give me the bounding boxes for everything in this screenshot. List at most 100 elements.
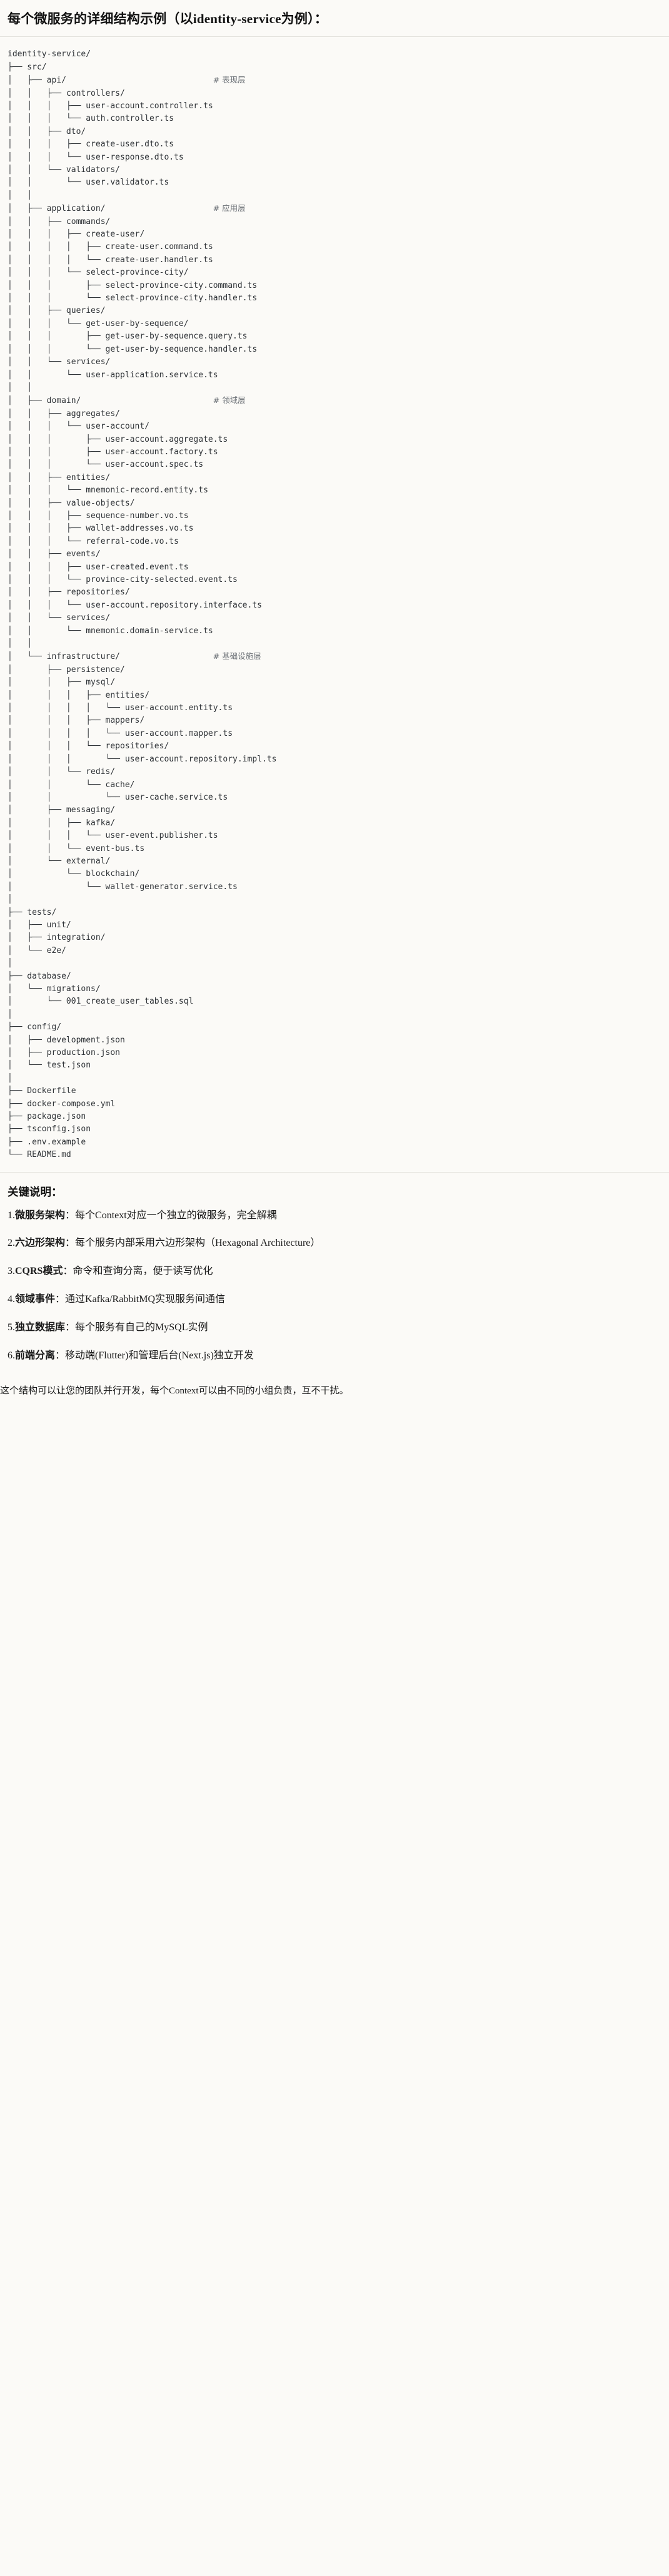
page-root: 每个微服务的详细结构示例（以identity-service为例）： ident… [0, 11, 669, 1397]
tree-line-text: │ │ │ ├── get-user-by-sequence.query.ts [8, 332, 248, 342]
tree-line: │ ├── production.json [8, 1047, 661, 1059]
directory-tree-block: identity-service/ ├── src/ │ ├── api/ # … [0, 37, 669, 1173]
tree-line: │ [8, 1072, 661, 1085]
tree-line-comment: # 表现层 [213, 75, 246, 85]
tree-line-text: │ │ │ └── mnemonic-record.entity.ts [8, 486, 208, 496]
tree-line: │ │ │ │ └── user-account.entity.ts [8, 702, 661, 715]
tree-line-text: │ │ │ └── repositories/ [8, 741, 169, 751]
tree-line: ├── Dockerfile [8, 1085, 661, 1097]
key-note-term: 独立数据库 [15, 1321, 66, 1333]
tree-line-text: │ │ │ ├── entities/ [8, 690, 149, 700]
tree-line-text: │ │ ├── events/ [8, 549, 101, 559]
tree-line-text: │ [8, 959, 13, 969]
key-note-item: 2.六边形架构：每个服务内部采用六边形架构（Hexagonal Architec… [8, 1236, 661, 1251]
tree-line-text: ├── src/ [8, 62, 47, 72]
tree-line-text: │ └── wallet-generator.service.ts [8, 882, 238, 892]
tree-line: │ │ │ └── user-account.repository.interf… [8, 599, 661, 612]
tree-line-text: │ │ │ └── province-city-selected.event.t… [8, 575, 238, 584]
tree-line: │ └── e2e/ [8, 945, 661, 957]
tree-line-text: │ │ ├── mysql/ [8, 678, 116, 688]
tree-line: │ │ │ ├── mappers/ [8, 715, 661, 727]
tree-line-text: │ ├── application/ [8, 204, 106, 214]
key-note-item: 5.独立数据库：每个服务有自己的MySQL实例 [8, 1320, 661, 1336]
tree-line-text: ├── database/ [8, 971, 71, 981]
tree-line-text: │ │ ├── entities/ [8, 472, 111, 482]
tree-line: │ │ └── services/ [8, 612, 661, 624]
tree-line: │ │ │ │ ├── create-user.command.ts [8, 241, 661, 253]
tree-line-text: │ │ ├── value-objects/ [8, 498, 135, 508]
tree-line: ├── tsconfig.json [8, 1123, 661, 1136]
key-note-number: 4. [8, 1294, 15, 1305]
tree-line: │ └── external/ [8, 855, 661, 868]
tree-line: │ │ │ └── select-province-city.handler.t… [8, 292, 661, 305]
tree-line-text: │ │ ├── commands/ [8, 216, 111, 227]
tree-line: │ │ └── mnemonic.domain-service.ts [8, 625, 661, 638]
tree-line: │ │ │ └── auth.controller.ts [8, 113, 661, 125]
tree-line: │ │ │ └── user-event.publisher.ts [8, 830, 661, 842]
key-note-term: 领域事件 [15, 1294, 56, 1305]
tree-line-text: └── README.md [8, 1150, 71, 1160]
tree-line: │ │ [8, 190, 661, 202]
tree-line: │ │ │ └── repositories/ [8, 740, 661, 753]
key-note-item: 6.前端分离：移动端(Flutter)和管理后台(Next.js)独立开发 [8, 1348, 661, 1364]
tree-line: │ │ ├── aggregates/ [8, 408, 661, 420]
key-note-item: 4.领域事件：通过Kafka/RabbitMQ实现服务间通信 [8, 1292, 661, 1308]
tree-line: │ ├── api/ # 表现层 [8, 74, 661, 87]
tree-line-text: │ │ │ └── user-response.dto.ts [8, 152, 184, 162]
tree-line-text: │ ├── messaging/ [8, 805, 116, 815]
tree-line-text: │ │ │ ├── create-user/ [8, 230, 145, 240]
tree-line-text: │ ├── api/ [8, 76, 66, 86]
tree-line-text: │ │ │ └── select-province-city.handler.t… [8, 293, 258, 303]
tree-line: │ └── test.json [8, 1059, 661, 1072]
tree-line-text: │ │ └── user-cache.service.ts [8, 792, 228, 802]
tree-line-gap [66, 76, 213, 85]
tree-line: │ │ │ ├── sequence-number.vo.ts [8, 510, 661, 522]
tree-line-text: ├── tests/ [8, 907, 57, 917]
tree-line: │ ├── persistence/ [8, 664, 661, 676]
tree-line-text: │ │ └── user.validator.ts [8, 178, 169, 188]
key-note-term: CQRS模式 [15, 1266, 63, 1277]
key-note-description: ：每个服务内部采用六边形架构（Hexagonal Architecture） [65, 1238, 321, 1249]
tree-line: │ │ │ ├── user-created.event.ts [8, 561, 661, 574]
tree-line: ├── database/ [8, 970, 661, 983]
key-note-term: 六边形架构 [15, 1238, 66, 1249]
key-note-description: ：通过Kafka/RabbitMQ实现服务间通信 [55, 1294, 225, 1305]
tree-line: │ │ ├── repositories/ [8, 586, 661, 599]
tree-line: │ │ │ │ └── create-user.handler.ts [8, 254, 661, 267]
tree-line: │ │ ├── kafka/ [8, 817, 661, 830]
tree-line: │ │ └── user-application.service.ts [8, 369, 661, 382]
key-note-term: 前端分离 [15, 1350, 56, 1361]
key-note-description: ：命令和查询分离，便于读写优化 [63, 1266, 213, 1277]
tree-line-text: │ └── 001_create_user_tables.sql [8, 997, 194, 1007]
tree-line-text: │ ├── domain/ [8, 396, 81, 406]
tree-line-text: │ └── infrastructure/ [8, 652, 121, 662]
tree-line-text: │ ├── development.json [8, 1035, 125, 1045]
tree-line: │ [8, 1009, 661, 1021]
tree-line-text: identity-service/ [8, 49, 91, 59]
tree-line-text: │ │ │ ├── user-account.aggregate.ts [8, 434, 228, 444]
tree-line-text: ├── .env.example [8, 1137, 86, 1147]
tree-line: └── README.md [8, 1149, 661, 1161]
tree-line: │ ├── unit/ [8, 919, 661, 932]
tree-line-text: │ └── external/ [8, 856, 111, 866]
tree-line-text: │ │ [8, 382, 33, 392]
tree-line-text: │ │ │ ├── sequence-number.vo.ts [8, 511, 189, 521]
tree-line: │ ├── application/ # 应用层 [8, 202, 661, 215]
tree-line: │ │ ├── entities/ [8, 472, 661, 484]
tree-line: │ │ ├── controllers/ [8, 88, 661, 100]
tree-line: │ │ │ ├── create-user.dto.ts [8, 138, 661, 151]
tree-line-text: │ [8, 1073, 13, 1083]
tree-line-text: │ │ ├── repositories/ [8, 588, 130, 598]
tree-line: │ │ └── user.validator.ts [8, 176, 661, 189]
tree-line: ├── tests/ [8, 907, 661, 919]
tree-line-text: │ ├── production.json [8, 1048, 121, 1058]
tree-line: │ ├── domain/ # 领域层 [8, 394, 661, 407]
tree-line-text: │ │ [8, 190, 33, 200]
tree-line-text: │ │ └── validators/ [8, 165, 121, 175]
tree-line: │ [8, 893, 661, 906]
tree-line-text: │ │ │ └── user-account.spec.ts [8, 460, 204, 470]
tree-line-text: │ │ └── event-bus.ts [8, 843, 145, 853]
tree-line-text: │ │ │ └── select-province-city/ [8, 268, 189, 278]
tree-line-text: │ │ │ └── user-account.repository.impl.t… [8, 754, 277, 764]
